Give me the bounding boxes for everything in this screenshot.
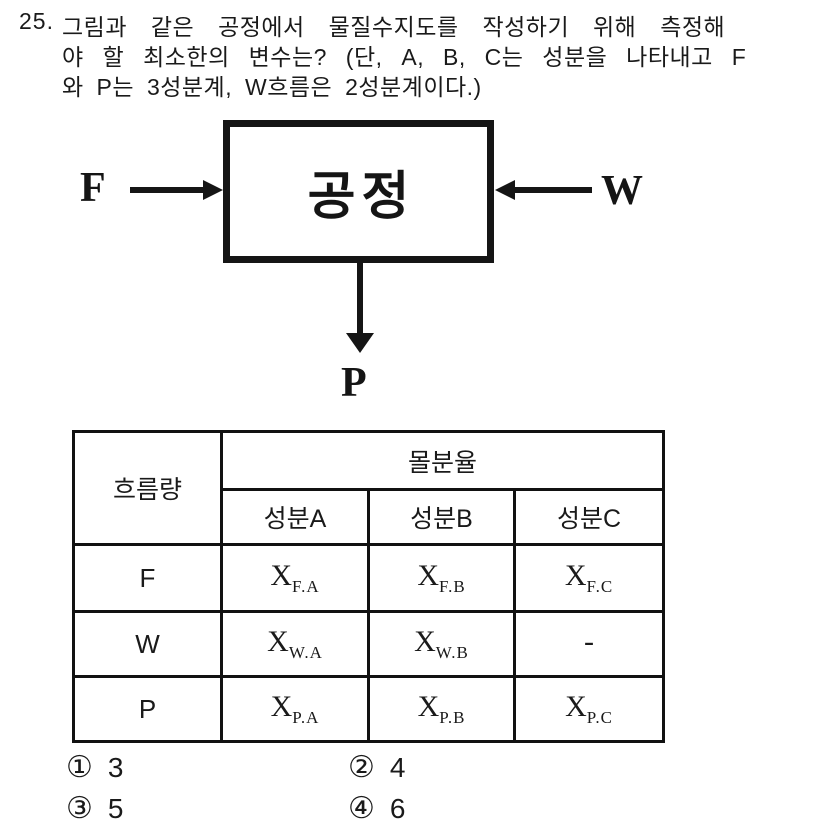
choice-option-1[interactable]: ① 3 [66,753,123,783]
process-box-label: 공정 [307,169,416,226]
stream-column-header: 흐름량 [72,430,223,546]
feed-stream-label: F [80,165,106,211]
choice-3-circled-number: ③ [66,791,93,826]
product-stream-label: P [341,360,367,406]
mole-fraction-group-header: 몰분율 [219,430,666,491]
mole-fraction-cell: XF.B [367,543,516,613]
stream-row-label: F [72,543,223,613]
choice-1-circled-number: ① [66,750,93,785]
mole-fraction-cell: XP.B [367,675,516,743]
feed-arrowhead-icon [203,180,223,200]
choice-4-circled-number: ④ [348,791,375,826]
mole-fraction-cell-empty: - [512,610,666,678]
mole-fraction-cell: XP.A [220,675,370,743]
mole-fraction-table: 흐름량 몰분율 성분A 성분B 성분C F XF.A XF.B XF.C W X… [72,430,666,743]
product-arrowhead-icon [346,333,374,353]
table-row-f: F XF.A XF.B XF.C [72,543,666,613]
side-feed-stream-label: W [601,168,643,214]
question-number: 25. [19,8,54,34]
side-feed-arrow [515,187,592,193]
product-arrow [357,263,363,334]
choice-option-4[interactable]: ④ 6 [348,794,405,824]
stream-row-label: W [72,610,223,678]
process-box: 공정 [223,120,494,263]
mole-fraction-cell: XP.C [512,675,666,743]
question-text-line-1: 그림과 같은 공정에서 물질수지도를 작성하기 위해 측정해 [62,14,726,40]
mole-fraction-cell: XW.B [367,610,516,678]
stream-row-label: P [72,675,223,743]
component-c-header: 성분C [512,488,666,546]
question-text-line-2: 야 할 최소한의 변수는? (단, A, B, C는 성분을 나타내고 F [62,44,747,70]
side-feed-arrowhead-icon [495,180,515,200]
choice-2-value: 4 [389,752,406,783]
feed-arrow [130,187,204,193]
mole-fraction-cell: XF.C [512,543,666,613]
choice-option-3[interactable]: ③ 5 [66,794,123,824]
question-text-line-3: 와 P는 3성분계, W흐름은 2성분계이다.) [62,74,482,100]
table-row-p: P XP.A XP.B XP.C [72,675,666,743]
choice-4-value: 6 [389,793,406,824]
component-a-header: 성분A [220,488,370,546]
choice-1-value: 3 [107,752,124,783]
choice-2-circled-number: ② [348,750,375,785]
choice-3-value: 5 [107,793,124,824]
choice-option-2[interactable]: ② 4 [348,753,405,783]
component-b-header: 성분B [367,488,516,546]
mole-fraction-cell: XW.A [220,610,370,678]
table-row-w: W XW.A XW.B - [72,610,666,678]
mole-fraction-cell: XF.A [220,543,370,613]
